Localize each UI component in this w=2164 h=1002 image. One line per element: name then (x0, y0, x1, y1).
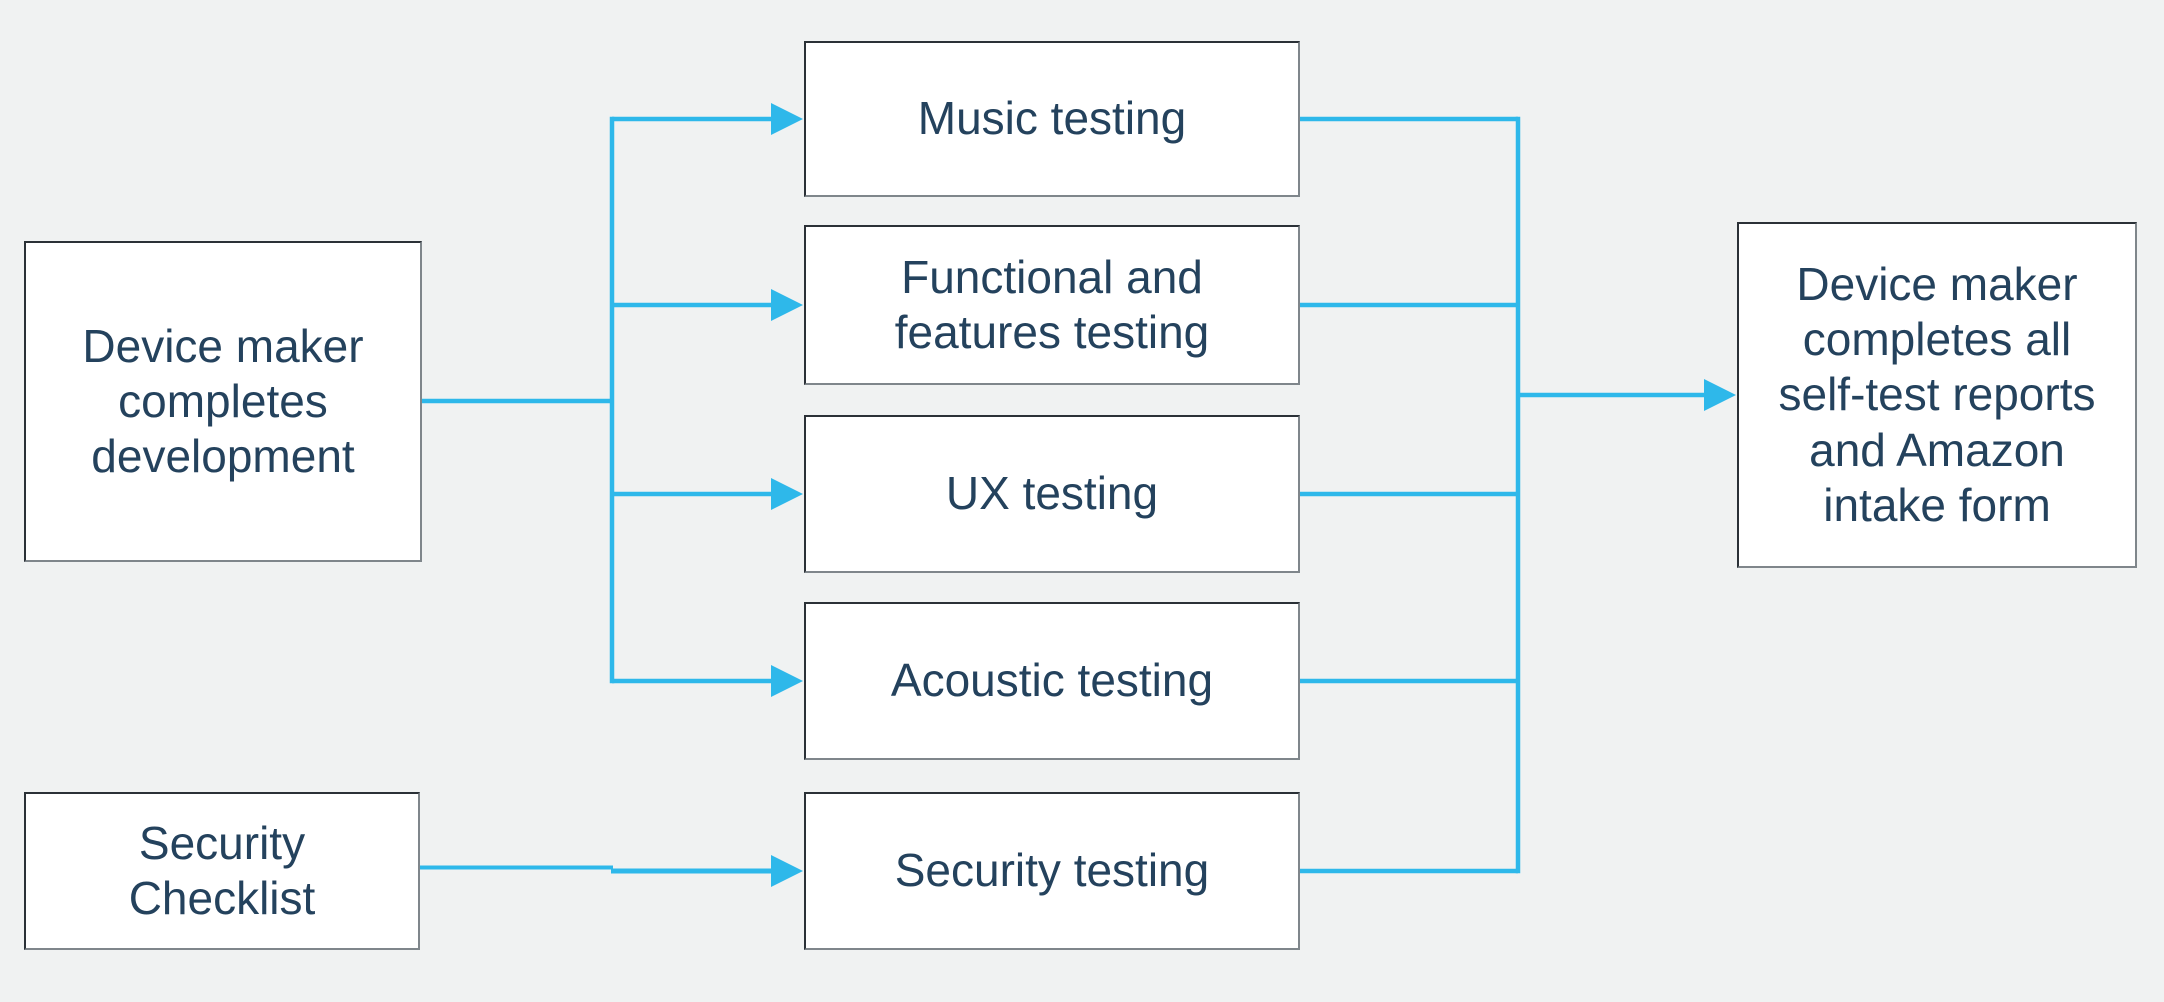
node-ux-testing: UX testing (804, 415, 1300, 573)
node-label: Security testing (894, 844, 1210, 897)
node-security-testing: Security testing (804, 792, 1300, 950)
arrowhead-icon (771, 855, 803, 887)
node-label: Music testing (917, 92, 1187, 145)
arrowhead-icon (771, 665, 803, 697)
node-label: UX testing (945, 467, 1159, 520)
edge-testing-collector-to-intake (1300, 116, 1736, 874)
arrowhead-icon (771, 103, 803, 135)
node-label: Device maker completes development (82, 319, 364, 483)
node-device-maker-completes-intake-form: Device maker completes all self-test rep… (1737, 222, 2137, 568)
node-music-testing: Music testing (804, 41, 1300, 197)
node-label: Device maker completes all self-test rep… (1778, 258, 2096, 531)
node-security-checklist: Security Checklist (24, 792, 420, 950)
node-label: Functional and features testing (894, 250, 1210, 358)
edge-device-development-fanout (422, 103, 803, 697)
arrowhead-icon (1704, 379, 1736, 411)
node-label: Acoustic testing (890, 654, 1214, 707)
edge-security-checklist-to-security-testing (420, 855, 803, 887)
arrowhead-icon (771, 289, 803, 321)
node-label: Security Checklist (128, 816, 316, 924)
arrowhead-icon (771, 478, 803, 510)
node-functional-and-features-testing: Functional and features testing (804, 225, 1300, 385)
node-acoustic-testing: Acoustic testing (804, 602, 1300, 760)
node-device-maker-completes-development: Device maker completes development (24, 241, 422, 562)
